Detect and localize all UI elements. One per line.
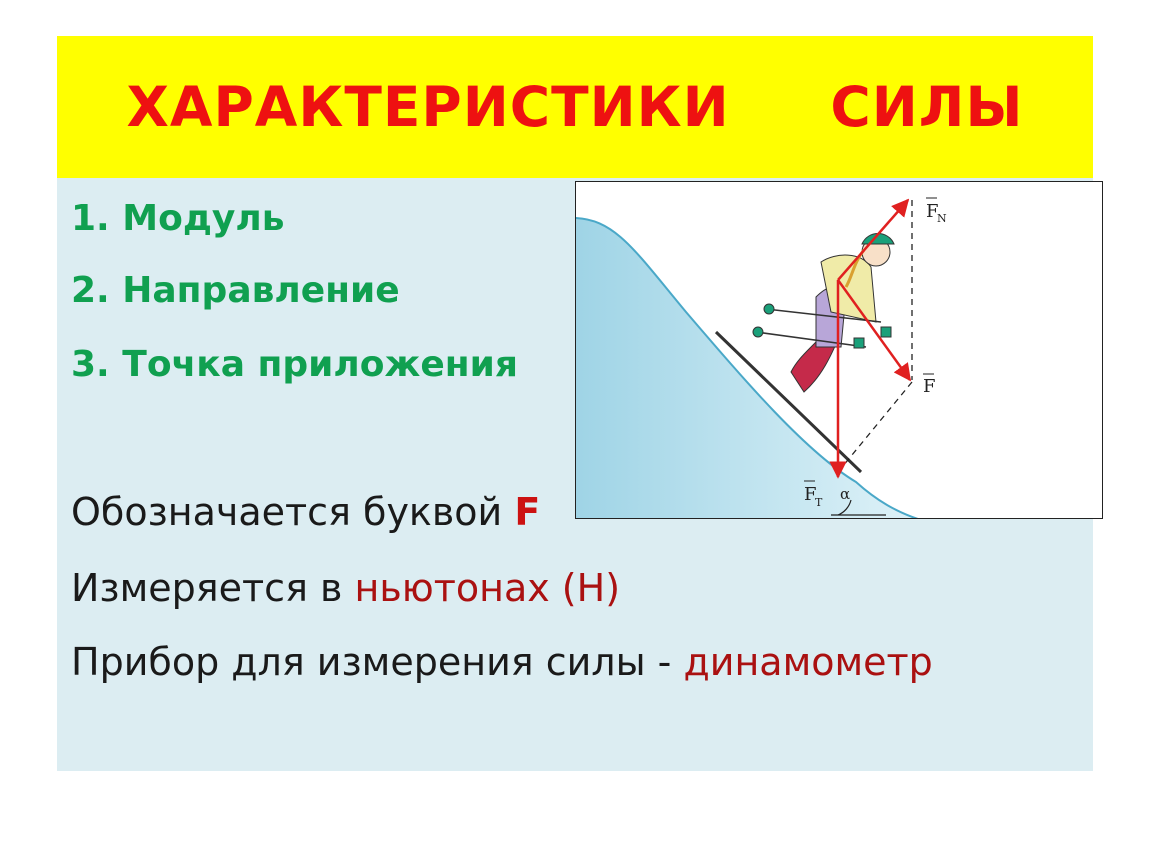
characteristic-direction: 2. Направление [71, 270, 400, 311]
device-text: Прибор для измерения силы - [71, 640, 672, 684]
slide-title: ХАРАКТЕРИСТИКИ СИЛЫ [127, 75, 1024, 139]
resultant-force-vector [836, 279, 912, 382]
title-word-1: ХАРАКТЕРИСТИКИ [126, 75, 730, 139]
notation-letter: F [514, 490, 541, 534]
slope-edge [576, 217, 919, 518]
skier-figure [752, 233, 895, 393]
units-text: Измеряется в [71, 566, 343, 610]
characteristic-modulus: 1. Модуль [71, 198, 285, 239]
label-f: F [923, 376, 936, 397]
label-alpha: α [840, 485, 850, 503]
label-ft: F [804, 484, 817, 505]
snow-slope [576, 218, 916, 518]
notation-text: Обозначается буквой [71, 490, 503, 534]
normal-force-vector [837, 198, 910, 281]
device-name: динамометр [683, 640, 933, 684]
device-line: Прибор для измерения силы - динамометр [71, 640, 933, 684]
title-banner: ХАРАКТЕРИСТИКИ СИЛЫ [57, 36, 1093, 178]
units-value: ньютонах (Н) [354, 566, 621, 610]
label-fn-sub: N [937, 212, 947, 225]
notation-line: Обозначается буквой F [71, 490, 540, 534]
label-fn: F [926, 201, 939, 222]
label-ft-sub: T [815, 496, 823, 509]
skier-force-diagram: F N F F T α [575, 181, 1103, 519]
characteristic-application-point: 3. Точка приложения [71, 344, 518, 385]
title-word-2: СИЛЫ [830, 75, 1024, 139]
units-line: Измеряется в ньютонах (Н) [71, 566, 620, 610]
